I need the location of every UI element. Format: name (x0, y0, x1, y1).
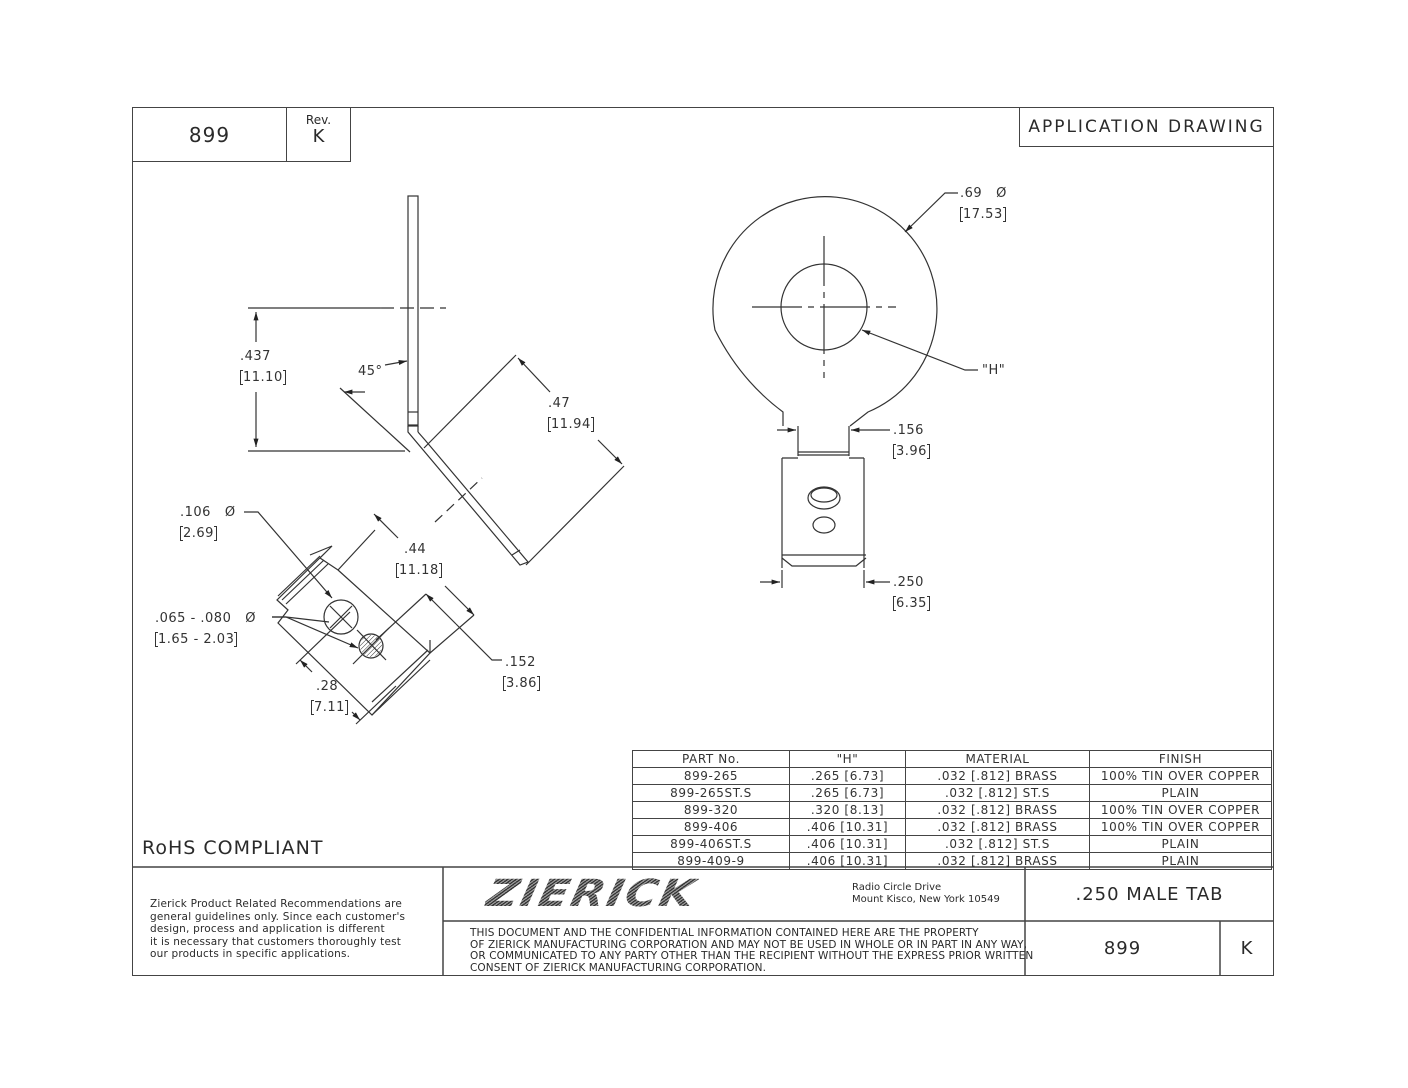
header-part-no: PART No. (632, 750, 790, 768)
part-description: .250 MALE TAB (1075, 883, 1224, 905)
header-finish: FINISH (1089, 750, 1272, 768)
title-drawing-number: 899 (1103, 938, 1142, 959)
revision-value: K (312, 126, 325, 147)
disclaimer-text: Zierick Product Related Recommendations … (150, 898, 406, 960)
dim-tab-length: .44 11.18 (396, 542, 442, 578)
drawing-frame (132, 107, 1274, 976)
table-header-row: PART No. "H" MATERIAL FINISH (632, 750, 1272, 768)
header-h: "H" (789, 750, 906, 768)
drawing-type: APPLICATION DRAWING (1028, 117, 1265, 137)
dim-dimple-offset: .28 7.11 (311, 679, 348, 715)
drawing-number-box: 899 (132, 107, 287, 162)
revision-label: Rev. (305, 113, 332, 127)
header-material: MATERIAL (905, 750, 1090, 768)
dim-height: .437 11.10 (240, 349, 286, 385)
revision-box: Rev. K (286, 107, 351, 162)
confidentiality-notice: THIS DOCUMENT AND THE CONFIDENTIAL INFOR… (470, 927, 1034, 974)
parts-table: PART No. "H" MATERIAL FINISH 899-265.265… (632, 750, 1272, 870)
dim-hole-h: "H" (982, 363, 1006, 378)
drawing-number: 899 (188, 122, 231, 147)
dim-length: .47 11.94 (548, 396, 594, 432)
dim-dimple-diameter: .065 - .080 Ø 1.65 - 2.03 (155, 611, 256, 647)
front-view (712, 192, 978, 588)
company-address: Radio Circle Drive Mount Kisco, New York… (852, 882, 1000, 905)
dim-neck-width: .156 3.96 (893, 423, 930, 459)
rohs-compliance: RoHS COMPLIANT (142, 837, 324, 859)
side-view (248, 195, 625, 566)
dim-hole-diameter: .106 Ø 2.69 (180, 505, 236, 541)
dim-ring-diameter: .69 Ø 17.53 (960, 186, 1007, 222)
detail-view (244, 511, 502, 725)
dim-hole-offset: .152 3.86 (503, 655, 540, 691)
dim-angle: 45° (358, 364, 383, 379)
title-revision: K (1240, 938, 1254, 959)
dim-tab-width: .250 6.35 (893, 575, 930, 611)
company-logo: ZIERICK (482, 871, 701, 916)
drawing-type-box: APPLICATION DRAWING (1019, 107, 1274, 147)
